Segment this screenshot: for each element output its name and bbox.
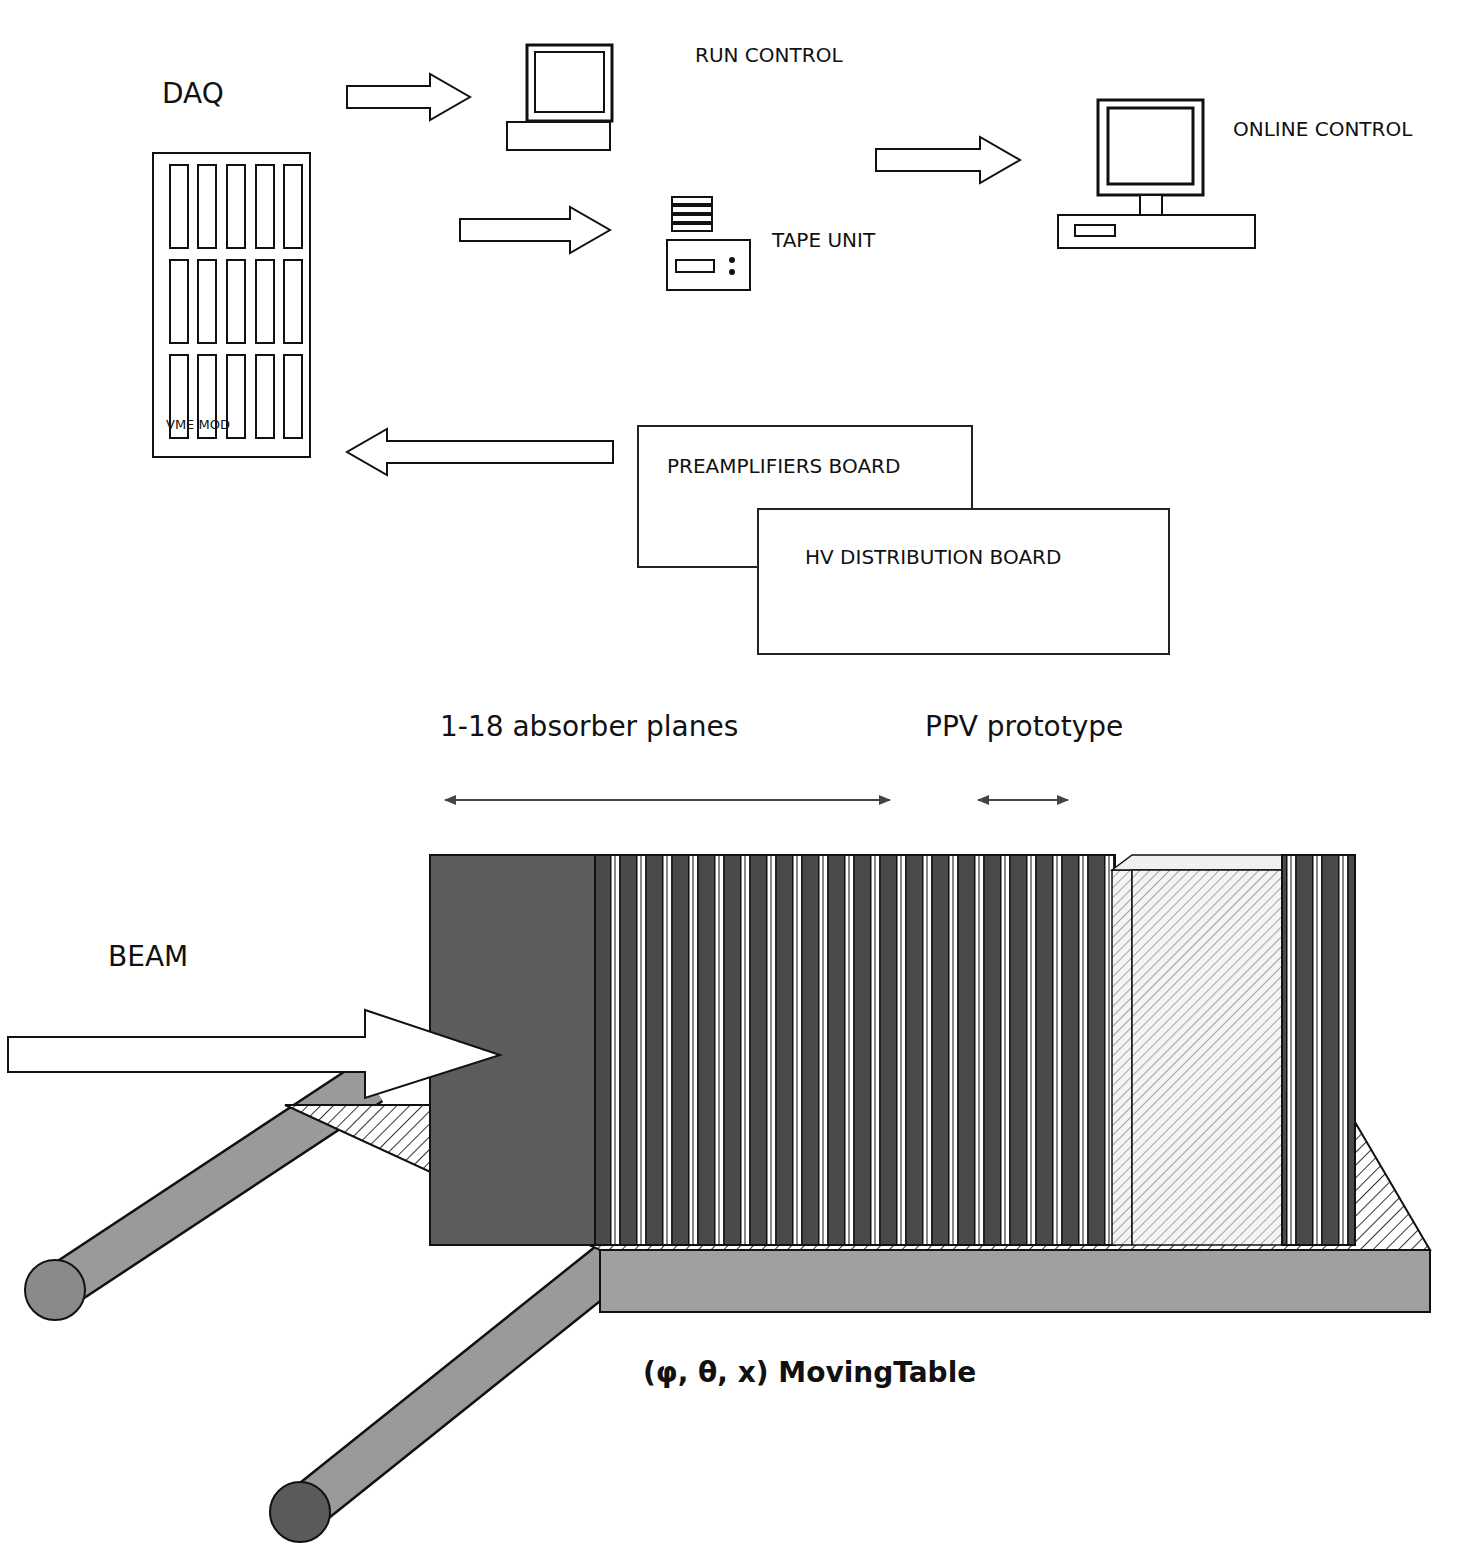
drawing-rect [535,52,604,112]
board-box: HV DISTRIBUTION BOARD [757,508,1170,655]
drawing-circle [729,257,735,263]
drawing-rect [256,355,274,438]
rod-end [270,1482,330,1542]
absorber-planes [595,855,1115,1245]
text-holder: ONLINE CONTROL [1233,117,1412,141]
rod-end [25,1260,85,1320]
drawing-rect [1075,225,1115,236]
text-holder: HV DISTRIBUTION BOARD [805,545,1061,569]
drawing-rect [1058,215,1255,248]
text-holder: PREAMPLIFIERS BOARD [667,454,900,478]
dimension-label: PPV prototype [925,710,1123,743]
drawing-rect [198,165,216,248]
dimension-arrow [445,799,890,801]
drawing-rect [227,260,245,343]
rod-outline [300,1260,615,1512]
computer-label: RUN CONTROL [695,43,843,67]
drawing-rect [667,240,750,290]
drawing-svg [150,75,315,460]
board-label: PREAMPLIFIERS BOARD [667,454,900,478]
block-arrow [460,207,610,253]
beam-arrow [8,1010,500,1098]
block-arrow [347,74,470,120]
table-front-bar [600,1250,1430,1312]
drawing-rect [198,260,216,343]
drawing-rect [170,260,188,343]
drawing-rect [672,224,712,231]
block-arrow [347,429,613,475]
ppv-side [1112,870,1132,1245]
drawing-rect [527,45,612,121]
absorber-planes [1282,855,1355,1245]
drawing-rect [1098,100,1203,195]
drawing-rect [507,122,610,150]
drawing-rect [227,165,245,248]
drawing-rect [672,197,712,204]
computer-icon: ONLINE CONTROL [1030,95,1455,255]
daq-rack [150,75,315,460]
drawing-rect [284,165,302,248]
drawing-rect [153,153,310,457]
label-holder: (φ, θ, x) MovingTable [643,1356,976,1390]
rod [300,1260,615,1512]
text-holder: DAQ [162,77,224,111]
text-holder: RUN CONTROL [695,43,843,67]
computer-label: ONLINE CONTROL [1233,117,1412,141]
drawing-rect [284,260,302,343]
dimension-label: 1-18 absorber planes [440,710,738,743]
rack-title: DAQ [162,77,224,110]
drawing-rect [284,355,302,438]
drawing-rect [1140,195,1162,215]
computer-icon: RUN CONTROL [500,40,870,155]
table-label: (φ, θ, x) MovingTable [643,1356,976,1389]
drawing-rect [256,165,274,248]
tape-unit-icon: TAPE UNIT [660,190,905,295]
drawing-rect [1108,108,1193,184]
drawing-rect [676,260,714,272]
drawing-circle [729,269,735,275]
daq-rack: DAQ VME MOD [150,75,315,460]
drawing-rect [170,165,188,248]
ppv-top [1112,855,1282,870]
text-holder: VME MOD [166,414,230,433]
board-label: HV DISTRIBUTION BOARD [805,545,1061,569]
beam-label: BEAM [108,940,188,973]
label-holder: 1-18 absorber planes [440,710,738,744]
drawing-rect [672,206,712,213]
text-holder: TAPE UNIT [772,228,875,252]
drawing-rect [256,260,274,343]
ppv-prototype [1132,870,1282,1245]
tape-label: TAPE UNIT [772,228,875,252]
module-label: VME MOD [166,417,230,432]
drawing-rect [672,215,712,222]
label-holder: BEAM [108,940,188,974]
block-arrow [876,137,1020,183]
dimension-arrow [978,799,1068,801]
label-holder: PPV prototype [925,710,1123,744]
